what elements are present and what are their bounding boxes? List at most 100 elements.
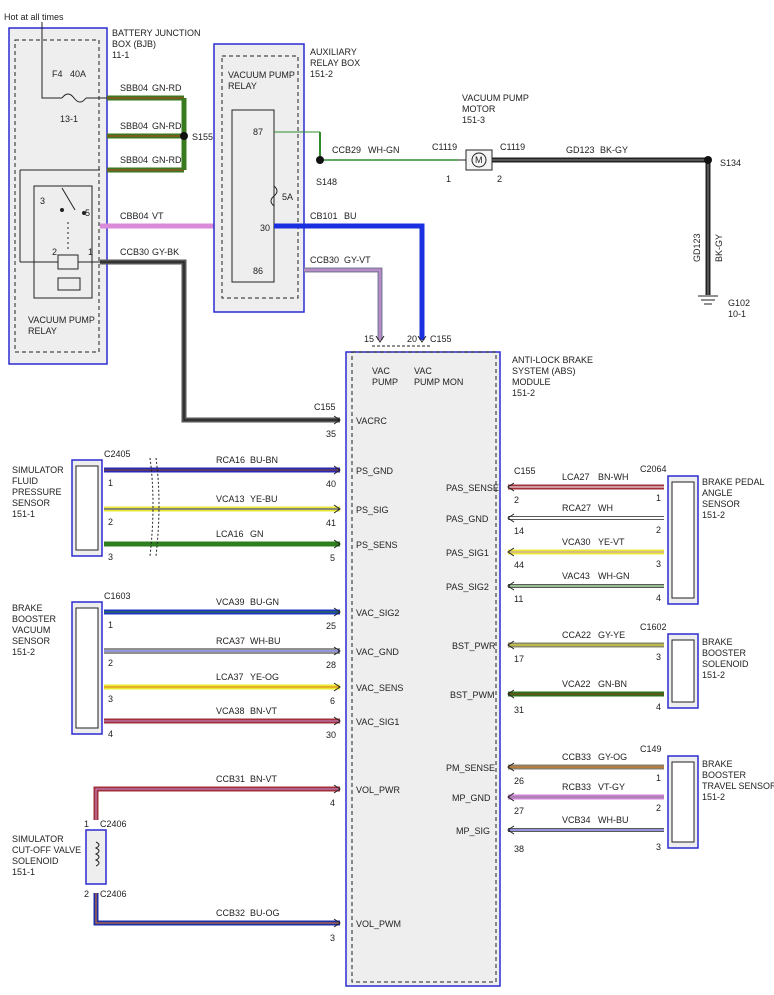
abs-rpinno-11: 11 <box>514 594 523 604</box>
wire-sbb04-3-label: SBB04 <box>120 155 148 165</box>
abs-vac-mon-1: VAC <box>414 366 432 376</box>
bjb-relay-body <box>33 185 93 299</box>
wire-rca37-label: RCA37 <box>216 636 245 646</box>
abs-vac-mon-2: PUMP MON <box>414 377 463 387</box>
aux-fuse-icon <box>270 185 278 207</box>
wire-cb101 <box>274 223 425 340</box>
abs-pin-pas-sig1: PAS_SIG1 <box>446 548 489 558</box>
brake-vac-pin-3: 3 <box>108 694 113 704</box>
abs-pin-pas-sense: PAS_SENSE <box>446 483 499 493</box>
abs-pin-pm-sense: PM_SENSE <box>446 763 495 773</box>
brake-vac-label-4: SENSOR <box>12 636 51 646</box>
wire-lca37-label: LCA37 <box>216 672 244 682</box>
motor-pin-1: 1 <box>446 174 451 184</box>
sim-fluid-pin-3: 3 <box>108 552 113 562</box>
abs-rpinno-44: 44 <box>514 560 524 570</box>
wire-cbb04-color: VT <box>152 211 164 221</box>
motor-ref: 151-3 <box>462 115 485 125</box>
wire-ccb30-gybk-label: CCB30 <box>120 247 149 257</box>
sim-fluid-label-2: FLUID <box>12 476 39 486</box>
s148-splice <box>316 156 324 164</box>
relay-contact-2 <box>82 211 86 215</box>
wire-vca30-label: VCA30 <box>562 537 591 547</box>
booster-travel-pin-1: 1 <box>656 773 661 783</box>
abs-title-2: SYSTEM (ABS) <box>512 366 576 376</box>
wire-rca27-color: WH <box>598 503 613 513</box>
wire-vca13-label: VCA13 <box>216 494 245 504</box>
brake-vac-label-1: BRAKE <box>12 603 43 613</box>
abs-pinno-41: 41 <box>326 518 336 528</box>
pedal-angle-pin-3: 3 <box>656 559 661 569</box>
aux-fuse-rating: 5A <box>282 192 293 202</box>
c2406b-label: C2406 <box>100 889 127 899</box>
aux-pin-30: 30 <box>260 223 270 233</box>
sim-cutoff-pin-2: 2 <box>84 889 89 899</box>
s155-splice <box>180 132 188 140</box>
pedal-angle-label-2: ANGLE <box>702 488 733 498</box>
bjb-ref: 11-1 <box>112 50 129 60</box>
wire-ccb33-label: CCB33 <box>562 752 591 762</box>
bjb-inner <box>14 39 100 353</box>
wire-ccb30-gybk-color: GY-BK <box>152 247 179 257</box>
c1119b-label: C1119 <box>500 142 525 152</box>
motor-pin-2: 2 <box>497 174 502 184</box>
pedal-angle-label-4: 151-2 <box>702 510 725 520</box>
aux-relay-box <box>213 43 305 313</box>
booster-sol-label-4: 151-2 <box>702 670 725 680</box>
sim-cutoff-label-4: 151-1 <box>12 867 35 877</box>
booster-sol-label-2: BOOSTER <box>702 648 747 658</box>
pedal-angle-pin-2: 2 <box>656 525 661 535</box>
relay-resistor-icon <box>57 277 81 291</box>
wire-vca13-color: YE-BU <box>250 494 278 504</box>
booster-sol-pin-4: 4 <box>656 702 661 712</box>
wire-vca39-color: BU-GN <box>250 597 279 607</box>
wire-vca38-color: BN-VT <box>250 706 278 716</box>
abs-pinno-40: 40 <box>326 479 336 489</box>
shield-icon <box>149 457 154 557</box>
aux-relay-inner <box>221 55 299 299</box>
wire-rca37-color: WH-BU <box>250 636 281 646</box>
abs-pin-bst-pwr: BST_PWR <box>452 641 496 651</box>
wire-rca27-label: RCA27 <box>562 503 591 513</box>
abs-pin-vac-sig1: VAC_SIG1 <box>356 717 399 727</box>
abs-pin-pas-gnd: PAS_GND <box>446 514 489 524</box>
bjb-title-2: BOX (BJB) <box>112 39 156 49</box>
wire-ccb32 <box>93 893 340 926</box>
abs-pin-mp-gnd: MP_GND <box>452 793 491 803</box>
bjb-box <box>8 27 108 365</box>
relay-switch-icon <box>61 187 76 211</box>
wire-cca22-label: CCA22 <box>562 630 591 640</box>
sim-cutoff-label-3: SOLENOID <box>12 856 59 866</box>
booster-travel-label-3: TRAVEL SENSOR <box>702 781 774 791</box>
wire-vca22-color: GN-BN <box>598 679 627 689</box>
abs-pinno-6: 6 <box>330 696 335 706</box>
c1119a-label: C1119 <box>432 142 457 152</box>
c1602-label: C1602 <box>640 622 667 632</box>
abs-pinno-3: 3 <box>330 933 335 943</box>
booster-travel-label-4: 151-2 <box>702 792 725 802</box>
bjb-title-1: BATTERY JUNCTION <box>112 28 201 38</box>
booster-sol-pin-3: 3 <box>656 652 661 662</box>
booster-travel-label-2: BOOSTER <box>702 770 747 780</box>
wire-ccb31 <box>93 786 340 820</box>
abs-rpinno-31: 31 <box>514 705 524 715</box>
wire-ccb32-label: CCB32 <box>216 908 245 918</box>
wire-ccb30-gyvt-color: GY-VT <box>344 255 371 265</box>
pedal-angle-label-1: BRAKE PEDAL <box>702 477 765 487</box>
ground-ref: 10-1 <box>728 309 746 319</box>
wire-vac43-color: WH-GN <box>598 571 630 581</box>
wire-cb101-label: CB101 <box>310 211 338 221</box>
wire-gd123-vcolor: BK-GY <box>714 234 724 262</box>
aux-relay-label-2: RELAY <box>228 81 257 91</box>
abs-ref: 151-2 <box>512 388 535 398</box>
brake-vac-pin-2: 2 <box>108 658 113 668</box>
abs-pinno-28: 28 <box>326 660 336 670</box>
abs-pin-pas-sig2: PAS_SIG2 <box>446 582 489 592</box>
wire-gd123 <box>492 157 711 295</box>
wire-sbb04-1-color: GN-RD <box>152 83 182 93</box>
abs-pin-vol-pwr: VOL_PWR <box>356 785 401 795</box>
abs-pinno-25: 25 <box>326 621 336 631</box>
abs-pin-ps-gnd: PS_GND <box>356 466 394 476</box>
abs-pin-vac-gnd: VAC_GND <box>356 647 399 657</box>
